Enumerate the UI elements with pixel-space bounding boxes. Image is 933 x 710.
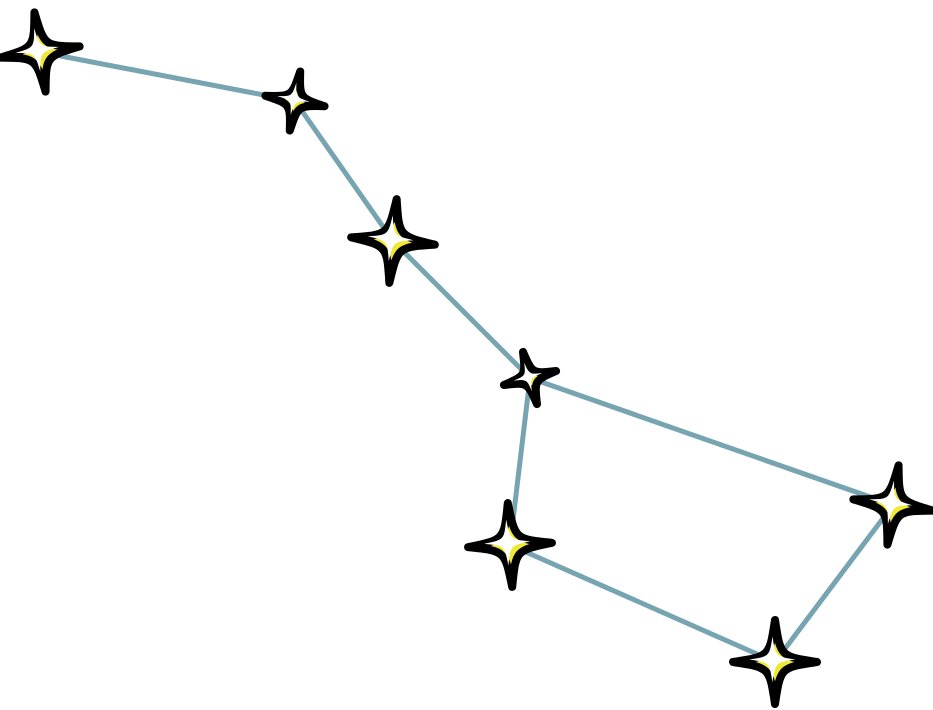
- constellation-lines: [37, 49, 896, 665]
- four-point-star-icon: [499, 347, 561, 409]
- four-point-star-icon: [464, 499, 556, 591]
- constellation-line: [507, 542, 778, 665]
- constellation-line: [37, 49, 298, 104]
- four-point-star-icon: [729, 616, 821, 708]
- four-point-star-icon: [261, 67, 329, 135]
- four-point-star-icon: [347, 195, 439, 287]
- constellation-stars: [0, 8, 933, 708]
- four-point-star-icon: [0, 8, 84, 96]
- constellation-line: [772, 502, 896, 665]
- constellation-line: [390, 238, 533, 381]
- constellation-line: [527, 375, 896, 508]
- four-point-star-icon: [849, 461, 933, 549]
- constellation-line: [292, 98, 396, 244]
